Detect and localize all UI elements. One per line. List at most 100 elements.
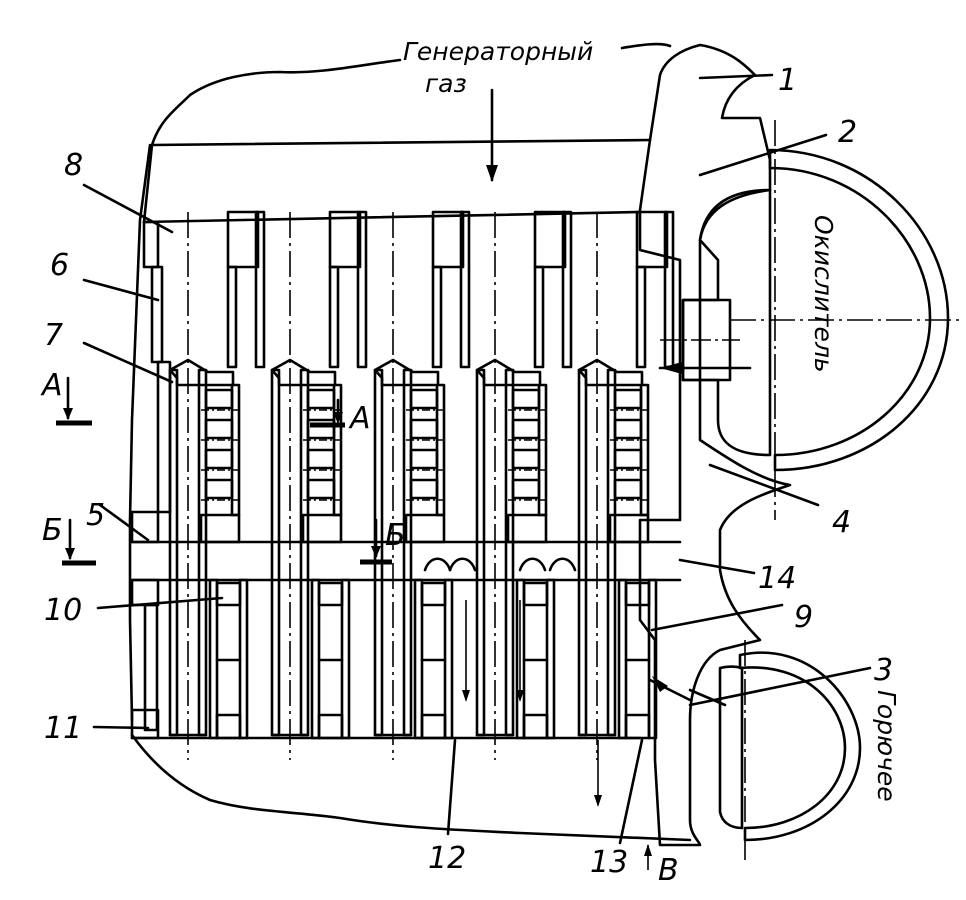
part-label-9: 9	[650, 600, 813, 635]
cap-block	[168, 358, 235, 387]
section-mark-a-mid: А	[310, 398, 371, 436]
svg-text:Б: Б	[385, 518, 406, 553]
swirl-arrows	[423, 557, 652, 870]
leader-line	[98, 503, 150, 542]
cap-block	[270, 358, 337, 387]
sleeve-wall	[459, 210, 471, 369]
svg-text:Генераторный: Генераторный	[403, 37, 593, 66]
swirler-ring	[409, 388, 439, 410]
leader-line	[96, 596, 224, 610]
lower-cup-bottom	[215, 713, 242, 740]
lower-cup-bottom	[624, 713, 651, 740]
part-number: 12	[428, 841, 466, 876]
generator-gas-label: Генераторный газ	[403, 37, 593, 98]
upper-sleeve-block	[328, 210, 362, 269]
part-label-5: 5	[86, 498, 150, 542]
leader-line	[678, 558, 756, 575]
lower-cup-bottom	[522, 713, 549, 740]
injector-element	[475, 210, 573, 760]
outer-sleeve-wall	[537, 383, 548, 517]
leader-line	[618, 738, 644, 845]
injector-element	[168, 210, 266, 760]
svg-text:газ: газ	[425, 69, 467, 98]
swirler-ring	[613, 418, 643, 440]
leader-line	[650, 603, 784, 632]
sleeve-wall	[254, 210, 266, 369]
part-number: 3	[874, 653, 893, 688]
fuel-manifold	[648, 640, 862, 860]
swirler-ring	[204, 388, 234, 410]
part-number: 10	[44, 593, 82, 628]
leader-line	[688, 666, 872, 707]
part-label-4: 4	[708, 463, 851, 540]
swirler-ring	[409, 418, 439, 440]
leader-line	[82, 341, 174, 384]
part-number: 9	[794, 600, 813, 635]
gas-flow-arrow	[486, 88, 498, 182]
swirler-ring	[204, 418, 234, 440]
cap-block	[577, 358, 644, 387]
sleeve-wall	[663, 210, 675, 369]
leader-line	[708, 463, 820, 507]
swirler-ring	[511, 478, 541, 500]
part-number: 1	[778, 63, 797, 98]
section-mark-b-left: Б	[42, 513, 96, 566]
inner-tube-wall	[475, 368, 486, 737]
section-mark-b-mid: Б	[360, 518, 406, 565]
part-number: 13	[590, 845, 628, 880]
lower-cup-top	[420, 581, 447, 607]
part-number: 2	[838, 115, 857, 150]
svg-text:А: А	[40, 368, 63, 403]
outer-sleeve-wall	[230, 383, 241, 517]
swirler-ring	[306, 448, 336, 470]
part-label-12: 12	[428, 738, 466, 876]
svg-text:Б: Б	[42, 513, 63, 548]
swirler-ring	[204, 478, 234, 500]
sleeve-wall	[431, 265, 443, 369]
section-mark-v-bottom: В	[658, 853, 679, 888]
housing-body	[638, 43, 792, 847]
part-number: 4	[832, 505, 851, 540]
leader-line	[446, 738, 457, 836]
sleeve-wall	[328, 265, 340, 369]
part-label-7: 7	[44, 318, 174, 384]
injector-element	[577, 210, 675, 760]
oxidizer-label: Окислитель	[809, 215, 838, 373]
lower-cup-top	[522, 581, 549, 607]
section-mark-a-left: А	[40, 368, 92, 426]
leader-line	[92, 725, 150, 730]
injector-element	[270, 210, 368, 760]
sleeve-wall	[561, 210, 573, 369]
leader-line	[698, 133, 828, 177]
part-label-8: 8	[64, 148, 174, 234]
cap-block	[475, 358, 542, 387]
lower-cup-top	[215, 581, 242, 607]
upper-sleeve-block	[226, 210, 260, 269]
inner-tube-wall	[577, 368, 588, 737]
part-number: 11	[44, 711, 82, 746]
upper-sleeve-block	[533, 210, 567, 269]
part-label-6: 6	[50, 248, 160, 302]
swirler-ring	[613, 448, 643, 470]
swirler-ring	[511, 388, 541, 410]
lower-cup-top	[317, 581, 344, 607]
swirler-ring	[613, 388, 643, 410]
part-number: 8	[64, 148, 83, 183]
injector-element	[373, 210, 471, 760]
swirler-ring	[306, 478, 336, 500]
swirler-ring	[613, 478, 643, 500]
gas-channel	[130, 540, 682, 582]
upper-sleeve-block	[431, 210, 465, 269]
outer-sleeve-wall	[435, 383, 446, 517]
lower-cup-top	[624, 581, 651, 607]
part-label-13: 13	[590, 738, 644, 880]
sleeve-wall	[635, 265, 647, 369]
cap-block	[373, 358, 440, 387]
part-number: 14	[758, 561, 796, 596]
part-label-3: 3	[688, 653, 893, 707]
part-label-10: 10	[44, 593, 224, 628]
injector-elements	[168, 210, 675, 760]
swirler-ring	[409, 478, 439, 500]
part-number: 7	[44, 318, 63, 353]
